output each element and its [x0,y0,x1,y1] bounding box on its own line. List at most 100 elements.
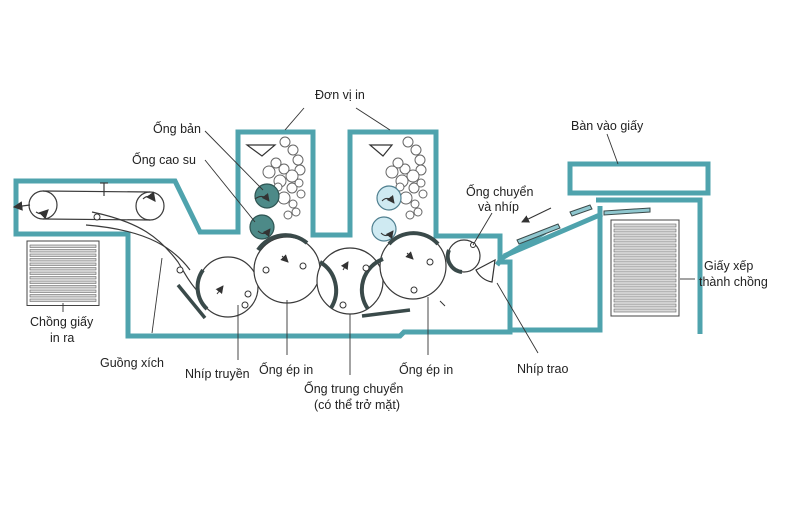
feeder-paper-sheet [613,278,677,283]
label-ong-trung-chuyen: Ống trung chuyển [304,381,403,396]
label-ong-cao-su: Ống cao su [132,152,196,167]
ink-roller [294,164,306,176]
feeder-paper-sheet [613,303,677,308]
rotation-arrows [215,193,552,307]
blanket-cylinder-right [371,216,397,242]
ink-roller [415,164,427,176]
printed-paper-sheet [29,271,97,275]
ink-roller [416,178,426,188]
ink-roller [285,169,299,183]
label-ong-ep-in-left: Ống ép in [259,362,313,377]
label-thanh-chong: thành chồng [699,275,768,289]
ink-roller [292,154,304,166]
label-chong-giay: Chồng giấy [30,315,94,329]
feeder-paper-stack [610,219,680,317]
transfer-cylinder-middle [316,247,384,315]
feeder-paper-sheet [613,268,677,273]
feeder-paper-sheet [613,238,677,243]
gripper-dots [93,213,476,309]
feeder-paper-sheet [613,233,677,238]
feeder-paper-sheet [613,308,677,313]
blanket-cylinder-left [249,214,275,240]
ink-roller [294,178,304,188]
printed-paper-sheet [29,280,97,284]
ink-roller [286,182,298,194]
label-nhip-trao: Nhíp trao [517,362,568,376]
printed-paper-sheet [29,289,97,293]
label-don-vi-in: Đơn vị in [315,88,365,102]
incline-wall [494,229,547,267]
printed-paper-sheet [29,294,97,298]
label-ong-ban: Ống bản [153,121,201,136]
feeder-paper-sheet [613,288,677,293]
big-cylinders [197,232,481,318]
ink-rollers-left [262,136,306,220]
ink-roller [399,191,413,205]
swing-gripper [475,258,496,283]
ink-roller [399,163,411,175]
ink-roller [395,182,405,192]
feeder-paper-sheet [613,223,677,228]
ink-roller [405,210,415,220]
printed-paper-sheet [29,262,97,266]
feeder-paper-sheet [613,248,677,253]
feeder-box [567,161,711,196]
printed-paper-stack [26,240,100,306]
ink-roller [414,154,426,166]
cylinder-arcs [176,231,463,320]
ink-roller [287,144,299,156]
ink-rollers-right [385,136,428,220]
ink-roller [418,189,428,199]
feeder-paper-sheet [613,263,677,268]
ink-roller [410,144,422,156]
ink-roller [385,165,399,179]
label-in-ra: in ra [50,331,74,345]
ink-roller [410,199,420,209]
ink-roller [278,163,290,175]
feeder-paper-sheet [613,258,677,263]
plate-cylinder-right [376,185,402,211]
ink-roller [279,136,291,148]
ink-roller [270,157,282,169]
feeder-paper-sheet [613,283,677,288]
label-guong-xich: Guồng xích [100,356,164,370]
label-ong-chuyen: Ống chuyển [466,184,533,199]
ink-roller [413,207,423,217]
printed-paper-sheet [29,276,97,280]
label-va-nhip: và nhíp [478,200,519,214]
label-nhip-truyen: Nhíp truyền [185,367,250,381]
label-ong-ep-in-right: Ống ép in [399,362,453,377]
leader-lines [62,107,695,375]
feeder-paper-sheet [613,298,677,303]
ink-roller [283,210,293,220]
ink-roller [408,182,420,194]
feeder-paper-sheet [613,293,677,298]
ink-roller [296,189,306,199]
label-giay-xep: Giấy xếp [704,259,753,273]
feeder-paper-sheet [613,253,677,258]
ink-roller [288,199,298,209]
ink-roller [402,136,414,148]
feeder-board [516,204,651,245]
feeder-paper-sheet [613,273,677,278]
printed-paper-sheet [29,253,97,257]
ink-fountain-right [368,144,394,157]
printed-paper-sheet [29,298,97,302]
feeder-paper-sheet [613,243,677,248]
feeder-paper-sheet [613,228,677,233]
ink-roller [291,207,301,217]
printed-paper-sheet [29,267,97,271]
ink-roller [392,157,404,169]
label-ban-vao-giay: Bàn vào giấy [571,119,644,133]
label-co-the-tro-mat: (có thể trở mặt) [314,398,400,412]
ink-roller [406,169,420,183]
ink-roller [277,191,291,205]
ink-roller [262,165,276,179]
ink-fountain-left [245,144,277,157]
plate-cylinder-left [254,183,280,209]
printed-paper-sheet [29,285,97,289]
printed-paper-sheet [29,244,97,248]
printed-paper-sheet [29,249,97,253]
